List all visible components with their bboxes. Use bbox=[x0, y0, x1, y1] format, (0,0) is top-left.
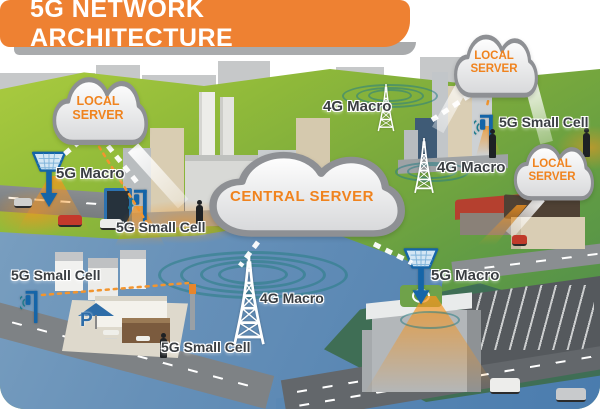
cloud-label: LOCAL SERVER bbox=[528, 158, 576, 183]
page-title: 5G NETWORK ARCHITECTURE bbox=[30, 0, 234, 52]
label-4g-macro-center: 4G Macro bbox=[260, 290, 324, 306]
label-4g-macro-right: 4G Macro bbox=[437, 159, 506, 176]
building bbox=[404, 130, 418, 160]
person bbox=[196, 200, 203, 231]
label-5g-small-cell-left: 5G Small Cell bbox=[11, 267, 101, 283]
cafe-table bbox=[103, 330, 119, 335]
signal-glow bbox=[0, 188, 78, 238]
person bbox=[583, 128, 590, 157]
cafe-table bbox=[136, 336, 150, 341]
signal-rings-4g-right bbox=[407, 164, 457, 179]
person bbox=[160, 333, 167, 358]
cloud-label: CENTRAL SERVER bbox=[230, 188, 374, 205]
parking-sign: P bbox=[80, 310, 93, 331]
signal-rings-4g-top bbox=[356, 87, 424, 105]
umbrella-pole bbox=[95, 315, 97, 329]
person bbox=[489, 129, 496, 158]
signal-rings-5g-right bbox=[400, 311, 460, 329]
car-red bbox=[58, 215, 82, 227]
small-cell-cafe-antenna bbox=[189, 284, 196, 294]
building bbox=[415, 118, 437, 160]
small-cell-left-icon bbox=[20, 286, 48, 328]
cloud-label: LOCAL SERVER bbox=[470, 50, 518, 75]
car bbox=[14, 198, 32, 208]
label-5g-small-cell-city: 5G Small Cell bbox=[116, 219, 206, 235]
label-5g-macro-right: 5G Macro bbox=[431, 267, 500, 284]
signal-rings-4g-right bbox=[395, 162, 469, 182]
signal-rings-4g-top bbox=[368, 89, 412, 102]
factory-chimney bbox=[199, 92, 215, 162]
title-banner: 5G NETWORK ARCHITECTURE bbox=[0, 0, 410, 52]
parking-stripes bbox=[467, 285, 595, 350]
label-5g-small-cell-top-right: 5G Small Cell bbox=[499, 114, 589, 130]
house bbox=[120, 250, 146, 289]
van bbox=[490, 378, 520, 394]
label-4g-macro-top: 4G Macro bbox=[323, 98, 392, 115]
cloud-label: LOCAL SERVER bbox=[72, 94, 124, 122]
factory-chimney bbox=[220, 97, 234, 159]
label-5g-small-cell-cafe: 5G Small Cell bbox=[161, 339, 251, 355]
small-cell-cafe-pole bbox=[190, 286, 195, 330]
tractor bbox=[512, 235, 527, 246]
scene: P bbox=[0, 55, 600, 409]
car-silver bbox=[556, 388, 586, 402]
label-5g-macro-left: 5G Macro bbox=[56, 165, 125, 182]
